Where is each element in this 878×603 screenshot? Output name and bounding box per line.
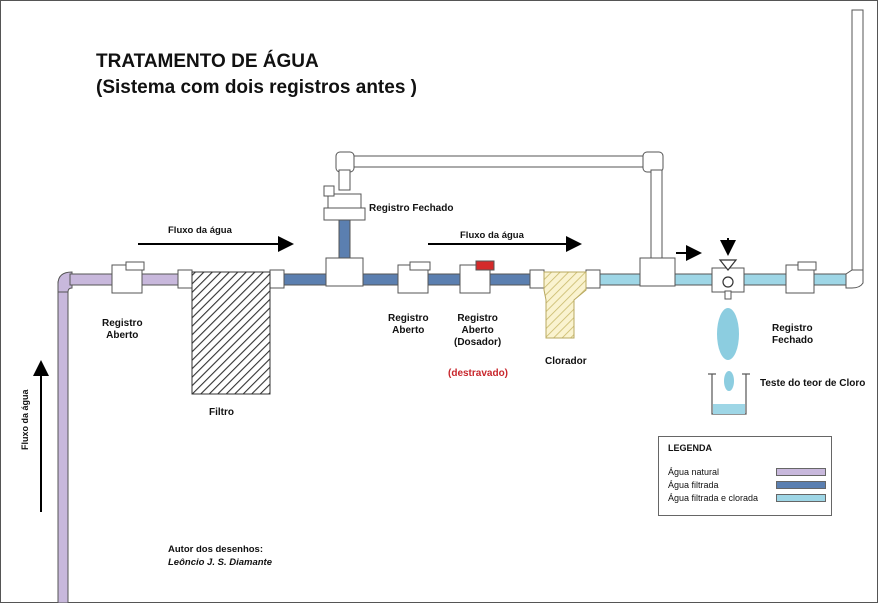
filter-outlet-fitting — [269, 269, 285, 289]
chlorinator-body — [543, 271, 587, 339]
author-name: Leôncio J. S. Diamante — [168, 557, 272, 568]
chlorinator-outlet — [585, 269, 601, 289]
diagram-subtitle: (Sistema com dois registros antes ) — [96, 77, 417, 98]
label-registro-aberto-2: Registro Aberto — [388, 313, 429, 337]
test-funnel — [718, 259, 738, 271]
tee-left — [325, 257, 364, 287]
valve-1-handle — [125, 261, 145, 271]
label-registro-aberto-1-line1: Registro — [102, 318, 143, 329]
label-registro-aberto-2-line1: Registro — [388, 313, 429, 324]
author-credit: Autor dos desenhos: Leôncio J. S. Diaman… — [168, 543, 272, 569]
bypass-elbow-right — [642, 151, 664, 173]
label-registro-fechado-right: Registro Fechado — [772, 323, 813, 347]
dosing-valve-handle — [475, 260, 495, 271]
label-fluxo-1: Fluxo da água — [168, 225, 232, 236]
label-registro-aberto-1-line2: Aberto — [106, 330, 139, 341]
legend-label-natural: Água natural — [668, 467, 720, 477]
label-registro-aberto-2-line2: Aberto — [392, 325, 425, 336]
outlet-riser — [851, 9, 864, 276]
label-registro-fechado-top: Registro Fechado — [369, 203, 454, 214]
label-registro-aberto-1: Registro Aberto — [102, 318, 143, 342]
label-registro-dosador-line1: Registro — [457, 313, 498, 324]
legend-label-filtrada: Água filtrada — [668, 480, 719, 490]
legend-swatch-filtrada — [776, 481, 826, 489]
top-valve-cap — [323, 207, 366, 221]
label-registro-fechado-right-line2: Fechado — [772, 335, 814, 346]
valve-2-handle — [409, 261, 431, 271]
filter-body — [191, 271, 271, 395]
label-filtro: Filtro — [209, 407, 234, 418]
bypass-down-right — [650, 169, 663, 261]
legend-swatch-natural — [776, 468, 826, 476]
inlet-elbow — [57, 271, 73, 293]
label-registro-dosador-line3: (Dosador) — [454, 337, 502, 348]
legend-title: LEGENDA — [668, 443, 713, 453]
filter-inlet-fitting — [177, 269, 193, 289]
top-valve-handle — [323, 185, 335, 197]
test-valve-knob — [722, 276, 734, 288]
chlorinator-inlet — [529, 269, 545, 289]
test-nozzle — [724, 290, 732, 300]
bypass-down-left — [338, 169, 351, 191]
author-line1: Autor dos desenhos: — [168, 544, 264, 555]
tee-right — [639, 257, 676, 287]
bypass-down-left-filled — [338, 219, 351, 261]
water-stream — [717, 308, 739, 360]
inlet-pipe — [57, 281, 69, 603]
test-cup-water — [713, 404, 745, 414]
legend-swatch-clorada — [776, 494, 826, 502]
water-drop — [724, 371, 734, 391]
label-destravado: (destravado) — [448, 368, 509, 379]
outlet-elbow — [845, 269, 864, 289]
label-registro-dosador-line2: Aberto — [461, 325, 494, 336]
diagram-title: TRATAMENTO DE ÁGUA — [96, 51, 319, 72]
bypass-pipe-top — [344, 155, 661, 168]
bypass-elbow-left — [335, 151, 355, 173]
label-registro-dosador: Registro Aberto (Dosador) — [454, 313, 501, 349]
label-fluxo-2: Fluxo da água — [460, 230, 524, 241]
legend-box: LEGENDA Água natural Água filtrada Água … — [658, 436, 832, 516]
label-registro-fechado-right-line1: Registro — [772, 323, 813, 334]
flow-label-vertical: Fluxo da água — [20, 389, 30, 450]
label-clorador: Clorador — [545, 356, 587, 367]
valve-final-handle — [797, 261, 817, 271]
legend-label-clorada: Água filtrada e clorada — [668, 493, 759, 503]
label-teste-cloro: Teste do teor de Cloro — [760, 378, 866, 389]
